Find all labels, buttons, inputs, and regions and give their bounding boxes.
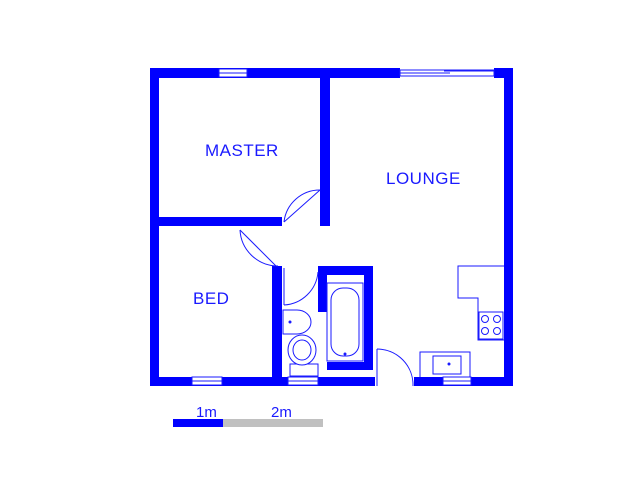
room-label-master: MASTER: [205, 141, 279, 160]
room-label-lounge: LOUNGE: [386, 169, 461, 188]
toilet-cistern: [289, 363, 319, 377]
kitchen-counter: [457, 265, 504, 341]
wall-master-lounge: [320, 68, 330, 186]
door-master: [283, 189, 321, 223]
scale-label-2m: 2m: [271, 404, 292, 421]
scale-segment-2: [223, 419, 323, 427]
scale-segment-1: [173, 419, 223, 427]
wall-bed-bath: [272, 266, 282, 386]
wall-master-lounge-lower: [320, 186, 330, 226]
wall-bottom-bath: [320, 377, 375, 386]
room-labels: MASTER LOUNGE BED: [193, 141, 461, 308]
wall-bath-left-upper: [318, 266, 327, 312]
wall-bath-right: [364, 266, 373, 370]
fixtures: [282, 265, 504, 377]
toilet-bowl: [287, 334, 317, 366]
wall-right: [504, 68, 513, 386]
windows: [191, 68, 495, 386]
wall-top-right: [494, 68, 512, 78]
sink-counter: [419, 351, 471, 377]
room-label-bed: BED: [193, 289, 229, 308]
wall-master-bed: [150, 217, 282, 226]
wall-left: [150, 68, 159, 386]
scale-label-1m: 1m: [196, 404, 217, 421]
sink: [432, 355, 462, 375]
door-bed: [239, 229, 277, 267]
wall-top-left: [150, 68, 400, 78]
scale-bar: 1m 2m: [173, 404, 323, 427]
basin: [282, 309, 312, 335]
wall-bath-bottom: [327, 362, 373, 370]
wall-bath-top: [318, 266, 370, 275]
doors: [239, 189, 414, 387]
